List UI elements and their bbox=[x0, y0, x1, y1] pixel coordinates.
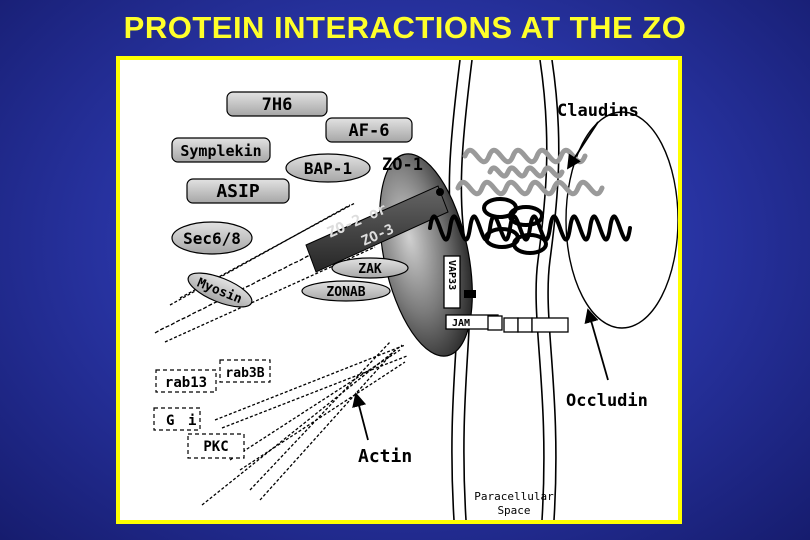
protein-7h6-label: 7H6 bbox=[262, 95, 293, 115]
actin-arrow bbox=[352, 392, 369, 441]
signaling-proteins bbox=[153, 359, 271, 459]
protein-rab13-box bbox=[155, 369, 217, 393]
occludin-label: Occludin bbox=[566, 391, 648, 411]
slide-title: PROTEIN INTERACTIONS AT THE ZO bbox=[123, 10, 687, 45]
protein-asip-label: ASIP bbox=[216, 181, 260, 202]
protein-af6-label: AF-6 bbox=[349, 121, 390, 141]
jam-complex bbox=[445, 314, 569, 333]
protein-asip-pill bbox=[186, 178, 290, 204]
claudin-strand bbox=[487, 165, 565, 179]
jam-block bbox=[487, 315, 503, 331]
protein-7h6: 7H6 bbox=[226, 91, 328, 117]
paracellular-label-line1: Paracellular bbox=[474, 490, 554, 503]
protein-af6-pill bbox=[325, 117, 413, 143]
right-membrane-outer bbox=[547, 60, 560, 520]
protein-symplekin-pill bbox=[171, 137, 271, 163]
protein-af6: AF-6 bbox=[325, 117, 413, 143]
protein-gi-i-label: i bbox=[188, 413, 196, 429]
actin-filament bbox=[249, 341, 391, 491]
protein-sec68: Sec6/8 bbox=[171, 221, 253, 255]
tight-junction-diagram: 7H6 AF-6 Symplekin BAP-1 ASIP Sec6/8 ZAK… bbox=[153, 60, 678, 520]
protein-myosin-pill bbox=[187, 272, 253, 308]
occludin-loop bbox=[512, 233, 548, 255]
occludin-loop bbox=[508, 205, 544, 227]
protein-symplekin-label: Symplekin bbox=[180, 142, 261, 160]
protein-rab3b-label: rab3B bbox=[225, 366, 264, 381]
protein-7h6-pill bbox=[226, 91, 328, 117]
claudin-strands bbox=[455, 147, 605, 197]
zo-plaque bbox=[379, 153, 473, 357]
protein-zonab-pill bbox=[301, 280, 391, 302]
occludin-strand bbox=[428, 214, 632, 242]
protein-jam-label: JAM bbox=[452, 318, 470, 329]
protein-sec68-label: Sec6/8 bbox=[183, 229, 241, 248]
protein-gi-g-label: G bbox=[166, 413, 174, 429]
occludin-loops bbox=[428, 197, 632, 255]
actin-filament bbox=[259, 349, 396, 501]
protein-sec68-pill bbox=[171, 221, 253, 255]
actin-label: Actin bbox=[358, 446, 412, 467]
protein-pkc-box bbox=[187, 433, 245, 459]
callout-arrows bbox=[352, 121, 609, 441]
vap33-box bbox=[443, 255, 461, 309]
occludin-cell-ellipse bbox=[565, 111, 678, 329]
figure-frame: 7H6 AF-6 Symplekin BAP-1 ASIP Sec6/8 ZAK… bbox=[116, 56, 682, 524]
right-membrane-inner bbox=[535, 60, 548, 520]
protein-zonab-label: ZONAB bbox=[326, 285, 365, 300]
protein-zak-pill bbox=[331, 257, 409, 279]
jam-block bbox=[517, 317, 533, 333]
protein-gi-box bbox=[153, 407, 201, 431]
actin-filament bbox=[239, 361, 406, 471]
actin-filament bbox=[229, 349, 401, 461]
protein-asip: ASIP bbox=[186, 178, 290, 204]
occludin-arrow bbox=[584, 308, 609, 381]
claudin-strand bbox=[455, 179, 605, 197]
paracellular-label-line2: Space bbox=[497, 504, 530, 517]
protein-zak: ZAK bbox=[331, 257, 409, 279]
protein-bap1-label: BAP-1 bbox=[304, 159, 352, 178]
zo2-zo3-band bbox=[305, 185, 449, 273]
jam-block bbox=[531, 317, 569, 333]
jam-block bbox=[503, 317, 519, 333]
actin-filament bbox=[221, 355, 408, 429]
claudins-arrow bbox=[567, 121, 599, 170]
claudins-label: Claudins bbox=[557, 101, 639, 121]
claudin-strand bbox=[462, 147, 588, 165]
actin-filament bbox=[201, 344, 403, 506]
protein-pkc-label: PKC bbox=[203, 439, 228, 455]
zo-anchor-point bbox=[436, 188, 444, 196]
protein-zo1-label: ZO-1 bbox=[382, 155, 423, 175]
actin-filament bbox=[179, 202, 356, 299]
protein-vap33-label: VAP33 bbox=[446, 260, 457, 290]
protein-zak-label: ZAK bbox=[358, 262, 382, 277]
protein-bap1: BAP-1 bbox=[285, 153, 371, 183]
protein-rab3b-box bbox=[219, 359, 271, 383]
protein-bap1-pill bbox=[285, 153, 371, 183]
actin-filament bbox=[214, 344, 406, 421]
actin-filaments bbox=[154, 202, 408, 506]
protein-rab13-label: rab13 bbox=[165, 375, 207, 391]
vap33-marker bbox=[464, 290, 476, 298]
protein-zonab: ZONAB bbox=[301, 280, 391, 302]
protein-symplekin: Symplekin bbox=[171, 137, 271, 163]
